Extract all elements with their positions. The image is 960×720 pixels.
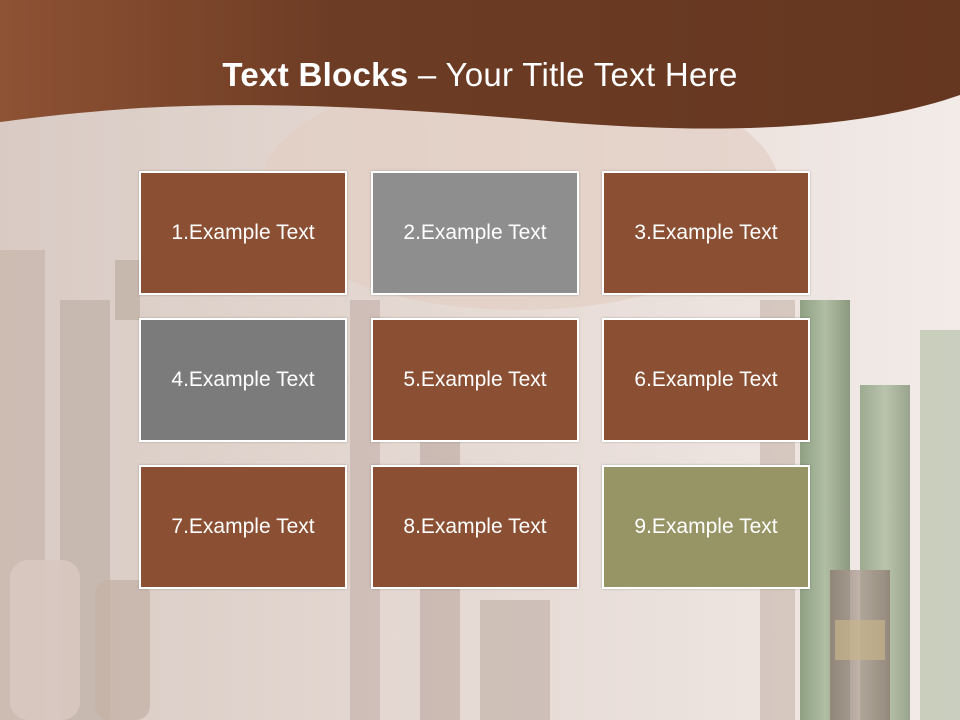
text-block-2: 2.Example Text	[371, 171, 579, 295]
text-block-label: 6.Example Text	[634, 368, 778, 391]
text-block-4: 4.Example Text	[139, 318, 347, 442]
title-rest: – Your Title Text Here	[408, 56, 738, 93]
text-block-3: 3.Example Text	[602, 171, 810, 295]
text-block-5: 5.Example Text	[371, 318, 579, 442]
header-wave-shape	[0, 0, 960, 129]
header-banner: Text Blocks – Your Title Text Here	[0, 0, 960, 140]
title-bold: Text Blocks	[222, 56, 409, 93]
text-block-label: 1.Example Text	[171, 221, 315, 244]
text-block-label: 8.Example Text	[403, 515, 547, 538]
text-block-label: 2.Example Text	[403, 221, 547, 244]
text-block-label: 3.Example Text	[634, 221, 778, 244]
text-block-label: 9.Example Text	[634, 515, 778, 538]
text-block-1: 1.Example Text	[139, 171, 347, 295]
text-block-9: 9.Example Text	[602, 465, 810, 589]
text-block-label: 5.Example Text	[403, 368, 547, 391]
text-block-8: 8.Example Text	[371, 465, 579, 589]
text-block-6: 6.Example Text	[602, 318, 810, 442]
text-block-7: 7.Example Text	[139, 465, 347, 589]
text-block-label: 7.Example Text	[171, 515, 315, 538]
text-block-label: 4.Example Text	[171, 368, 315, 391]
slide-title: Text Blocks – Your Title Text Here	[0, 52, 960, 98]
